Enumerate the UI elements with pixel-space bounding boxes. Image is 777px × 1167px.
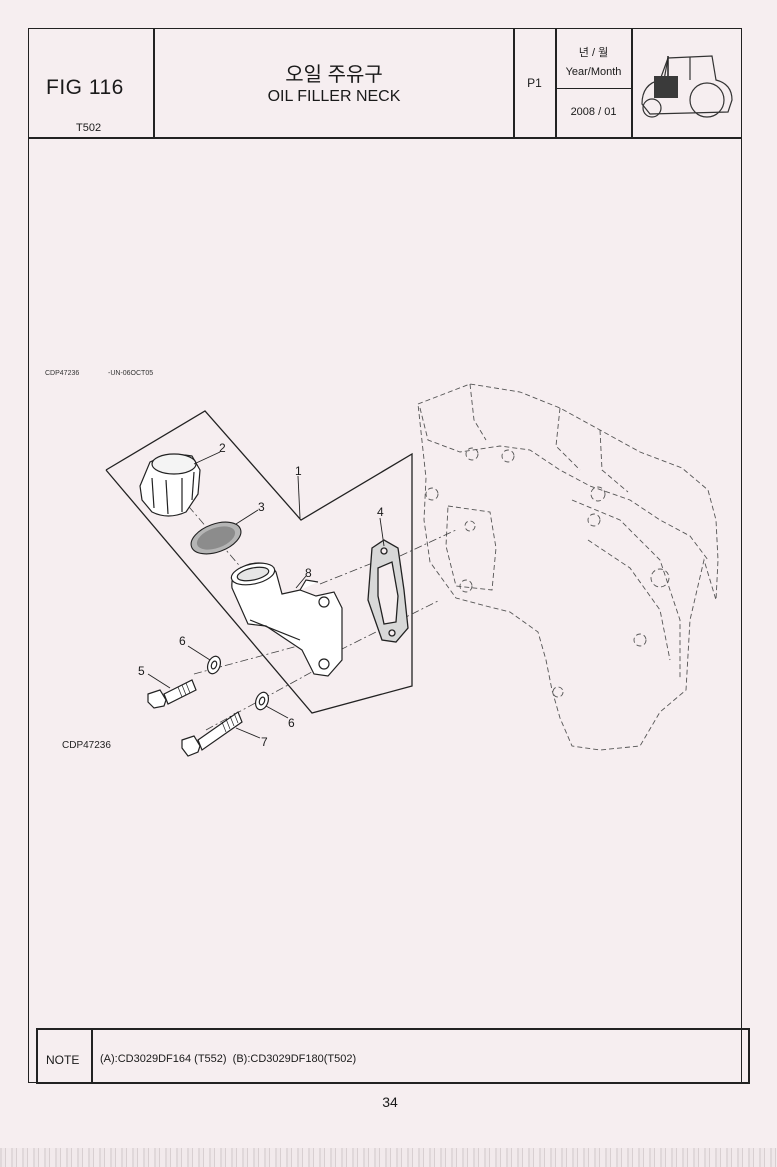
callout-7: 7 (261, 735, 268, 749)
note-right-rule (748, 1028, 750, 1084)
header-divider-3 (555, 28, 557, 138)
page-frame (28, 28, 742, 1083)
callout-2: 2 (219, 441, 226, 455)
note-label: NOTE (46, 1053, 80, 1067)
model-code: T502 (76, 122, 102, 134)
date-label-english: Year/Month (565, 66, 622, 78)
date-label-korean: 년 / 월 (578, 47, 609, 59)
header-divider-1 (153, 28, 155, 138)
page-number: 34 (382, 1094, 398, 1110)
date-value: 2008 / 01 (570, 106, 617, 118)
header-divider-2 (513, 28, 515, 138)
note-divider (91, 1028, 93, 1084)
note-bottom-rule (36, 1082, 749, 1084)
callout-4: 4 (377, 505, 384, 519)
note-left-rule (36, 1028, 38, 1084)
date-cell-rule (555, 88, 632, 90)
header-bottom-rule (28, 137, 742, 139)
diagram-ref-bottom: CDP47236 (62, 740, 111, 751)
diagram-ref-date: -UN-06OCT05 (108, 370, 154, 377)
callout-6-lower: 6 (288, 716, 295, 730)
note-text: (A):CD3029DF164 (T552) (B):CD3029DF180(T… (100, 1053, 357, 1065)
callout-5: 5 (138, 664, 145, 678)
callout-6-upper: 6 (179, 634, 186, 648)
callout-8: 8 (305, 566, 312, 580)
diagram-ref-top: CDP47236 (45, 370, 80, 377)
title-korean: 오일 주유구 (285, 64, 383, 86)
callout-1: 1 (295, 464, 302, 478)
scan-artifact (0, 1148, 777, 1167)
page-code: P1 (527, 76, 542, 90)
fig-label: FIG 116 (46, 76, 124, 99)
note-top-rule (36, 1028, 749, 1030)
header-divider-4 (631, 28, 633, 138)
callout-3: 3 (258, 500, 265, 514)
title-english: OIL FILLER NECK (267, 88, 401, 105)
